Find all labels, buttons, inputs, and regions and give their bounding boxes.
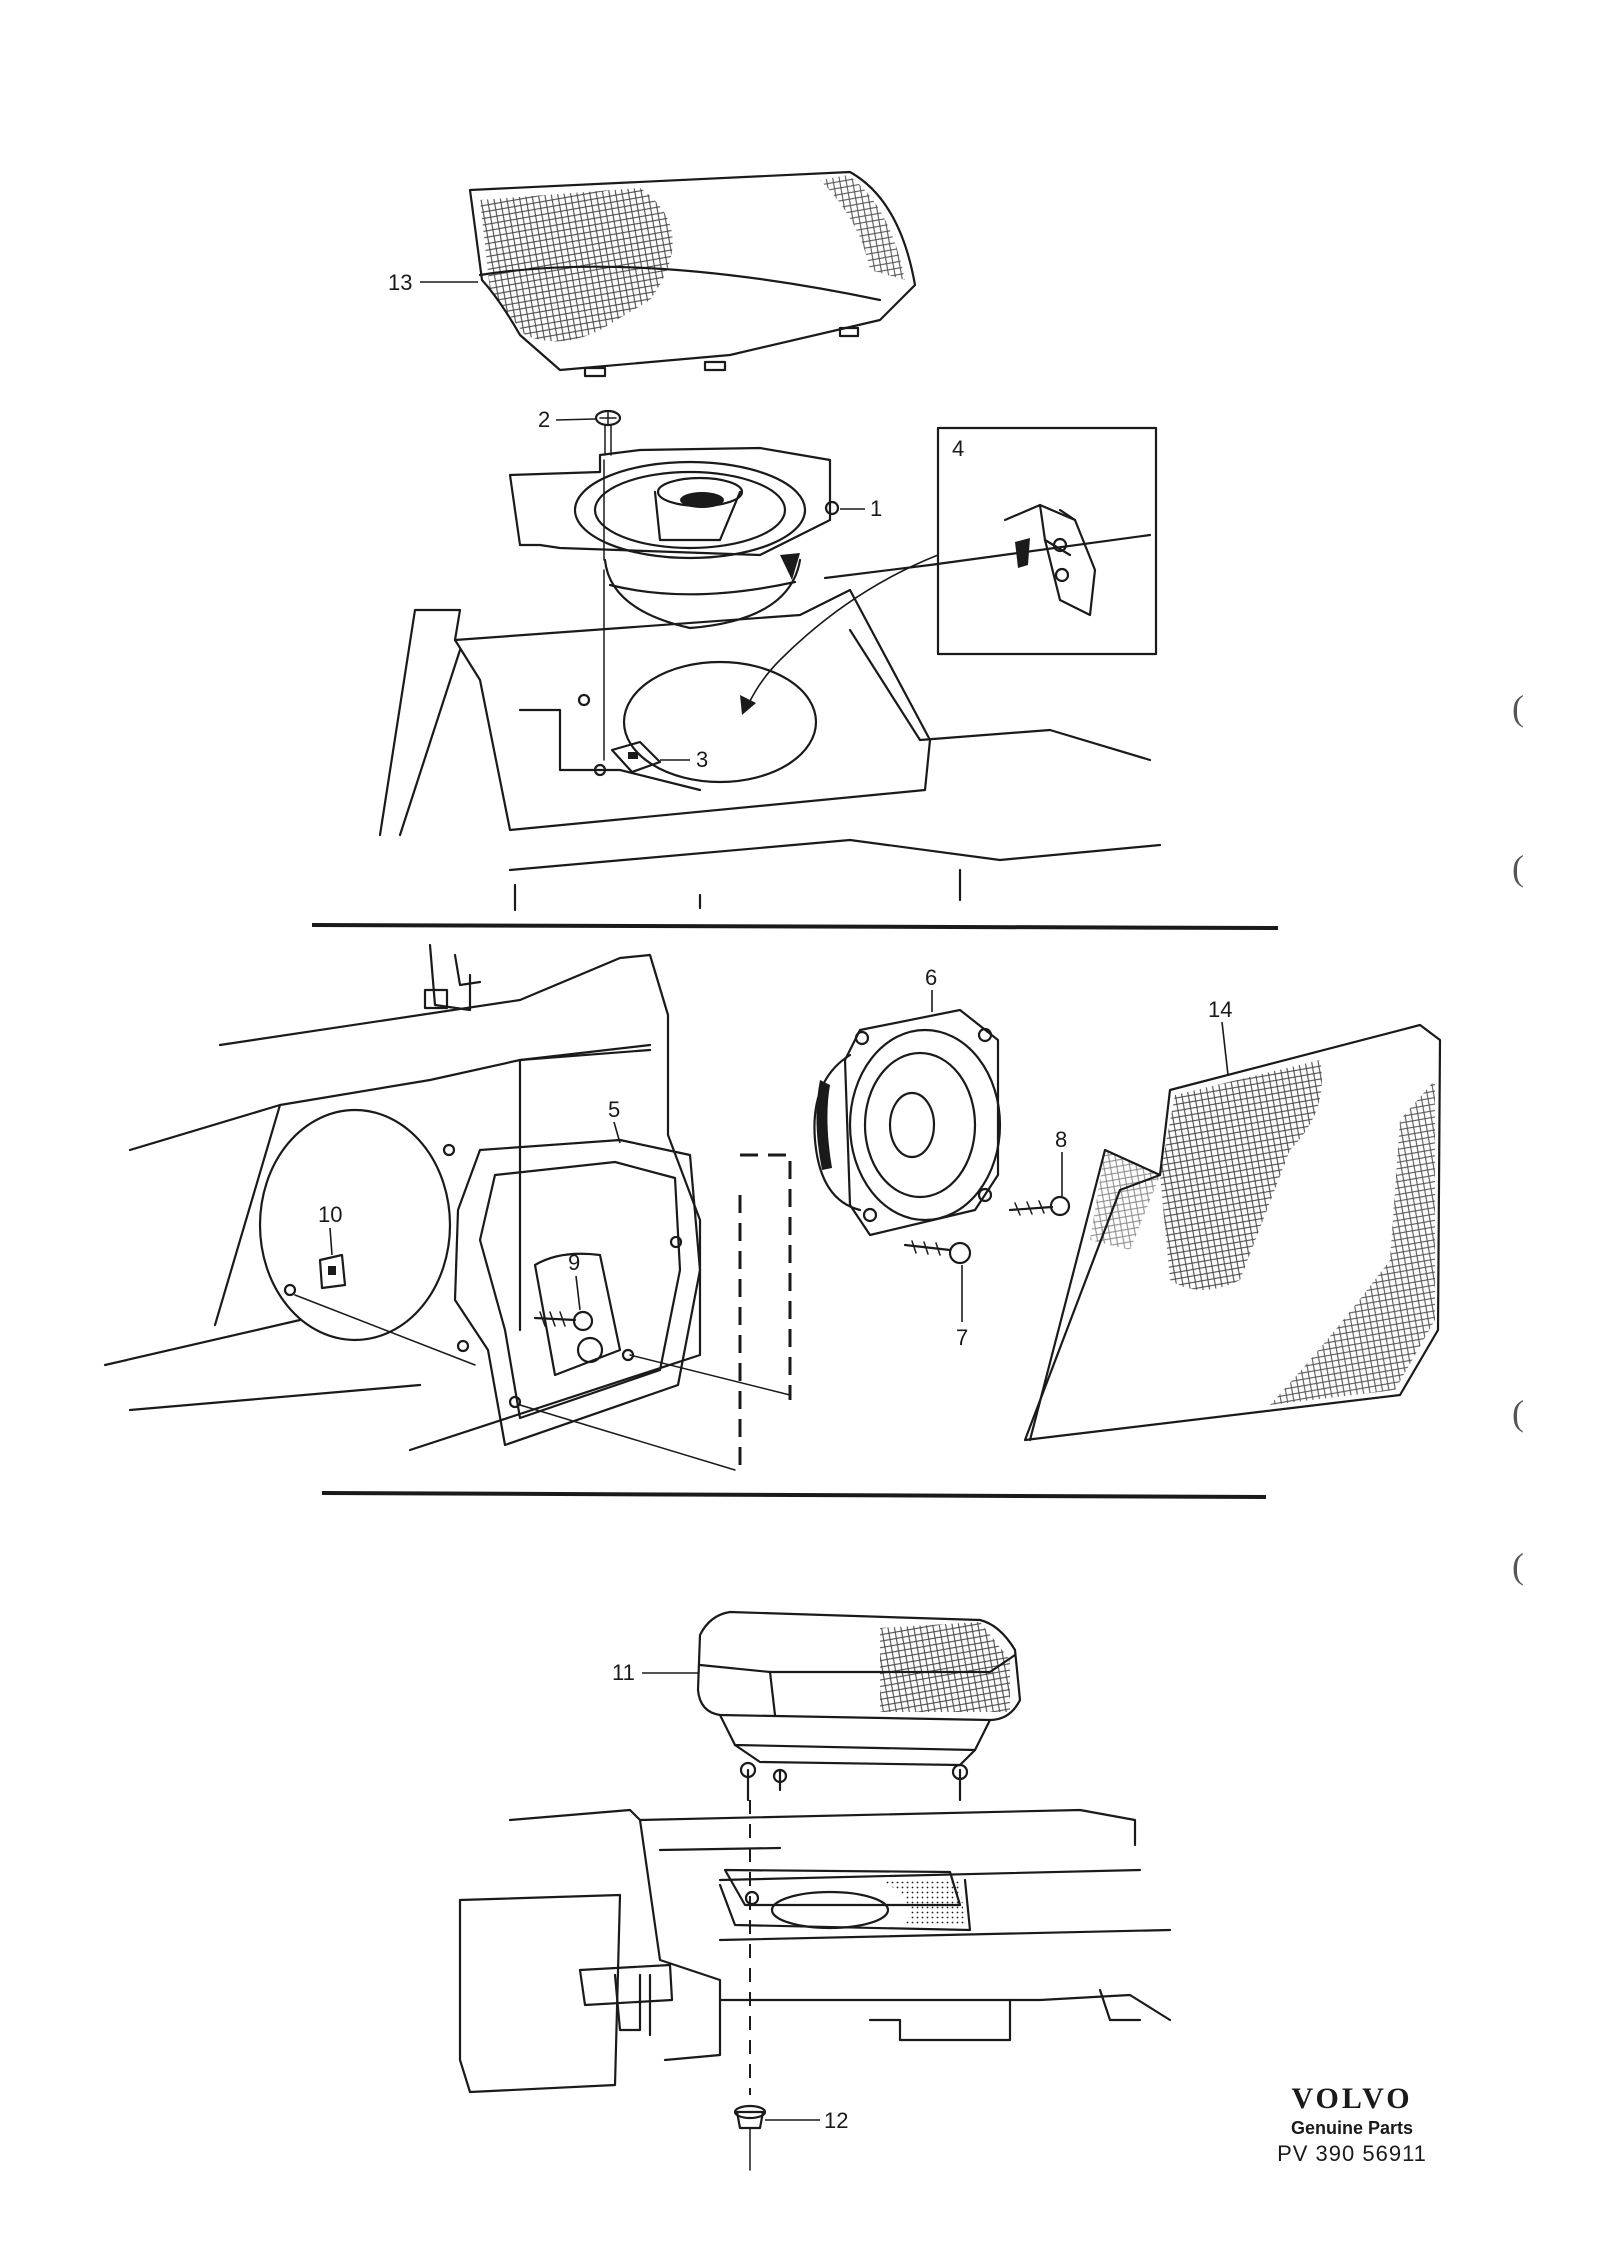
svg-text:12: 12 — [824, 2108, 848, 2133]
speaker-1 — [508, 446, 840, 630]
speaker-bracket-5 — [453, 1138, 702, 1447]
brand-name: VOLVO — [1291, 2082, 1413, 2115]
detail-box-4 — [740, 426, 1158, 715]
callout-6: 6 — [925, 965, 937, 1012]
svg-text:6: 6 — [925, 965, 937, 990]
margin-mark-4: ( — [1512, 1546, 1524, 1586]
svg-text:11: 11 — [612, 1660, 635, 1685]
svg-text:2: 2 — [538, 407, 550, 432]
rear-shelf — [458, 1808, 1172, 2094]
svg-text:5: 5 — [608, 1097, 620, 1122]
svg-text:8: 8 — [1055, 1127, 1067, 1152]
svg-text:7: 7 — [956, 1325, 968, 1350]
svg-text:14: 14 — [1208, 997, 1232, 1022]
screw-2 — [594, 409, 622, 456]
callout-10: 10 — [318, 1202, 342, 1256]
brand-block: VOLVO Genuine Parts PV 390 56911 — [1262, 2082, 1442, 2167]
callout-4: 4 — [952, 436, 964, 461]
grille-13 — [468, 170, 917, 378]
callout-13: 13 — [388, 270, 478, 295]
svg-text:3: 3 — [696, 747, 708, 772]
callout-3: 3 — [660, 747, 708, 772]
callout-9: 9 — [568, 1250, 581, 1311]
shelf-panel-top — [378, 533, 1162, 912]
callout-11: 11 — [612, 1660, 698, 1685]
callout-14: 14 — [1208, 997, 1232, 1076]
svg-text:1: 1 — [870, 496, 882, 521]
screw-8 — [1008, 1195, 1071, 1217]
callout-7: 7 — [956, 1265, 968, 1350]
margin-mark-3: ( — [1512, 1393, 1524, 1433]
grille-14 — [1023, 1023, 1442, 1442]
brand-subtitle: Genuine Parts — [1290, 2118, 1414, 2138]
speaker-6 — [813, 1008, 1002, 1237]
door-panel — [103, 943, 702, 1452]
callout-2: 2 — [538, 407, 596, 432]
fastener-12 — [733, 1800, 767, 2171]
speaker-box-11 — [696, 1610, 1022, 1802]
clip-nut-3 — [610, 740, 662, 774]
dashed-alignment — [519, 1153, 792, 1471]
callout-8: 8 — [1055, 1127, 1067, 1196]
callout-5: 5 — [608, 1097, 621, 1144]
margin-mark-1: ( — [1512, 688, 1524, 728]
svg-text:9: 9 — [568, 1250, 580, 1275]
clip-nut-10 — [294, 1253, 476, 1366]
screw-7 — [903, 1240, 972, 1265]
callout-1: 1 — [840, 496, 882, 521]
section-divider-1 — [311, 923, 1279, 930]
callout-12: 12 — [765, 2108, 848, 2133]
svg-text:13: 13 — [388, 270, 412, 295]
screw-9 — [533, 1310, 604, 1364]
section-divider-2 — [321, 1491, 1267, 1499]
svg-text:10: 10 — [318, 1202, 342, 1227]
margin-mark-2: ( — [1512, 848, 1524, 888]
part-code: PV 390 56911 — [1277, 2141, 1427, 2166]
svg-text:4: 4 — [952, 436, 964, 461]
